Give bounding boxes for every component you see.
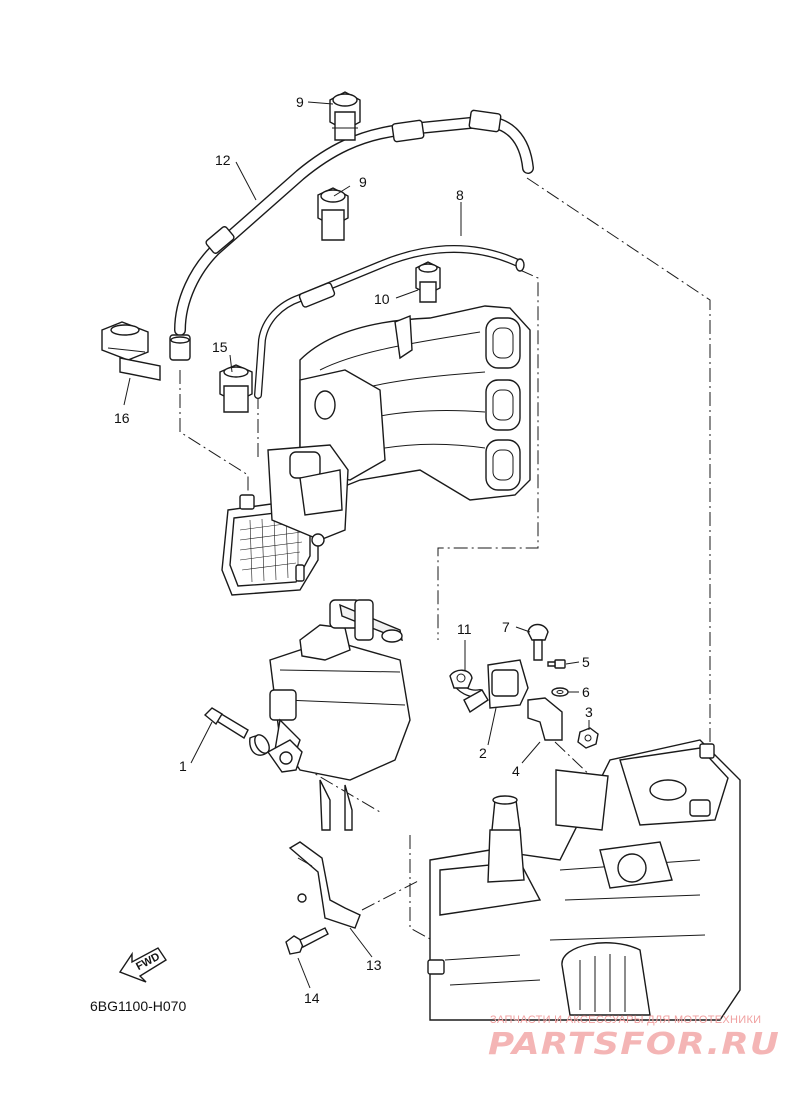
callout-labels: 9 9 12 8 10 15 16 1 11 7 5 6 3 2 4 13 14 [114,94,593,1006]
callout-12: 12 [215,152,231,168]
screw-5 [547,659,566,669]
bolt-grommet-1 [203,707,303,773]
fwd-arrow-icon: FWD [118,947,167,983]
bolt-14 [285,927,329,955]
hose-clip-9-lower [317,187,349,241]
callout-15: 15 [212,339,228,355]
callout-3: 3 [585,704,593,720]
callout-6: 6 [582,684,590,700]
hose-clip-10 [415,261,441,303]
washer-6 [551,687,569,697]
bracket-4 [527,697,563,741]
engine-block [427,739,741,1021]
nut-3 [577,727,599,749]
callout-11: 11 [457,621,472,637]
hose-clip-15 [219,364,253,413]
hose-clip-16 [101,321,161,381]
hose-clip-9-upper [329,91,361,141]
fuel-hose-8 [254,244,525,399]
callout-10: 10 [374,291,390,307]
diagram-code: 6BG1100-H070 [90,998,186,1014]
vapor-separator-assembly [269,599,411,831]
bracket-13 [288,841,361,929]
callout-2: 2 [479,745,487,761]
callout-16: 16 [114,410,130,426]
grommet-7 [527,623,549,661]
fuel-hose-12 [169,109,534,361]
callout-7: 7 [502,619,510,635]
watermark-logo: PARTSFOR.RU [488,1027,780,1062]
watermark-tagline: ЗАПЧАСТИ И АКСЕССУАРЫ ДЛЯ МОТОТЕХНИКИ [490,1014,761,1026]
intake-manifold [299,305,531,501]
callout-5: 5 [582,654,590,670]
callout-13: 13 [366,957,382,973]
callout-4: 4 [512,763,520,779]
callout-9-upper: 9 [296,94,304,110]
callout-14: 14 [304,990,320,1006]
callout-leaders [123,101,590,989]
throttle-body-silencer [221,444,349,596]
clamp-11 [449,669,473,689]
callout-8: 8 [456,187,464,203]
watermark: ЗАПЧАСТИ И АКСЕССУАРЫ ДЛЯ МОТОТЕХНИКИ PA… [488,1014,780,1062]
callout-9-lower: 9 [359,174,367,190]
callout-1: 1 [179,758,187,774]
